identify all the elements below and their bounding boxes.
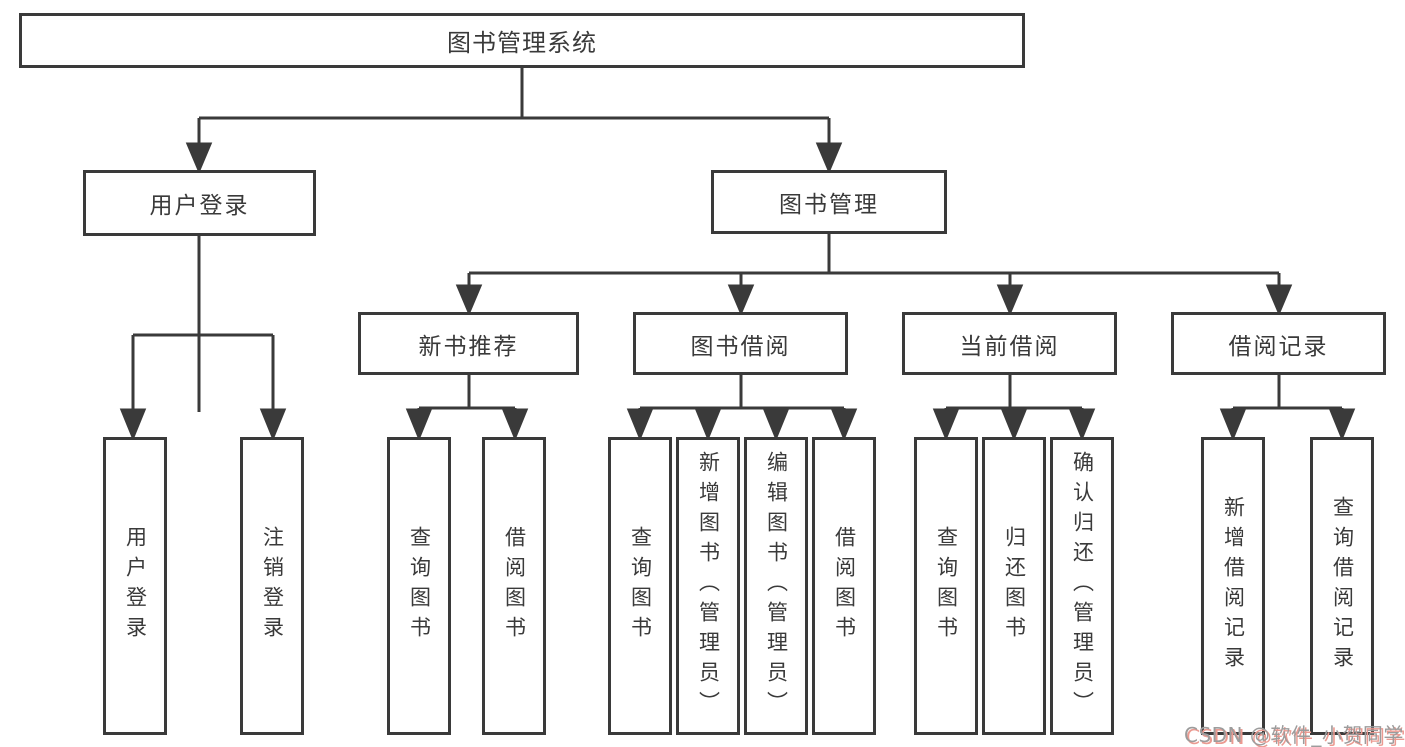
node-user-login: 用户登录	[83, 170, 316, 236]
leaf-query-borrow-record: 查询借阅记录	[1310, 437, 1374, 735]
leaf-return-books: 归还图书	[982, 437, 1046, 735]
node-new-book-recommendation: 新书推荐	[358, 312, 579, 375]
leaf-user-login: 用户登录	[103, 437, 167, 735]
connector-current-to-leaves	[932, 375, 1096, 441]
node-current-borrowing: 当前借阅	[902, 312, 1117, 375]
node-book-management: 图书管理	[711, 170, 947, 234]
leaf-query-books-borrow: 查询图书	[608, 437, 672, 735]
node-borrowing-records: 借阅记录	[1171, 312, 1386, 375]
node-book-borrowing: 图书借阅	[633, 312, 848, 375]
leaf-borrow-books: 借阅图书	[812, 437, 876, 735]
connector-root-to-level2	[185, 68, 843, 412]
csdn-watermark: CSDN @软件_小贺同学	[1184, 723, 1404, 747]
node-library-management-system: 图书管理系统	[19, 13, 1025, 68]
leaf-add-borrow-record: 新增借阅记录	[1201, 437, 1265, 735]
leaf-borrow-books-rec: 借阅图书	[482, 437, 546, 735]
leaf-logout: 注销登录	[240, 437, 304, 735]
leaf-query-books-rec: 查询图书	[387, 437, 451, 735]
leaf-confirm-return-admin: 确认归还（管理员）	[1050, 437, 1114, 735]
leaf-add-books-admin: 新增图书（管理员）	[676, 437, 740, 735]
connector-borrow-to-leaves	[626, 375, 858, 441]
connector-mgmt-to-level3	[455, 234, 1293, 316]
leaf-query-books-current: 查询图书	[914, 437, 978, 735]
connector-history-to-leaves	[1219, 375, 1356, 441]
leaf-edit-books-admin: 编辑图书（管理员）	[744, 437, 808, 735]
connector-login-to-leaves	[119, 236, 287, 441]
connector-rec-to-leaves	[405, 375, 529, 441]
